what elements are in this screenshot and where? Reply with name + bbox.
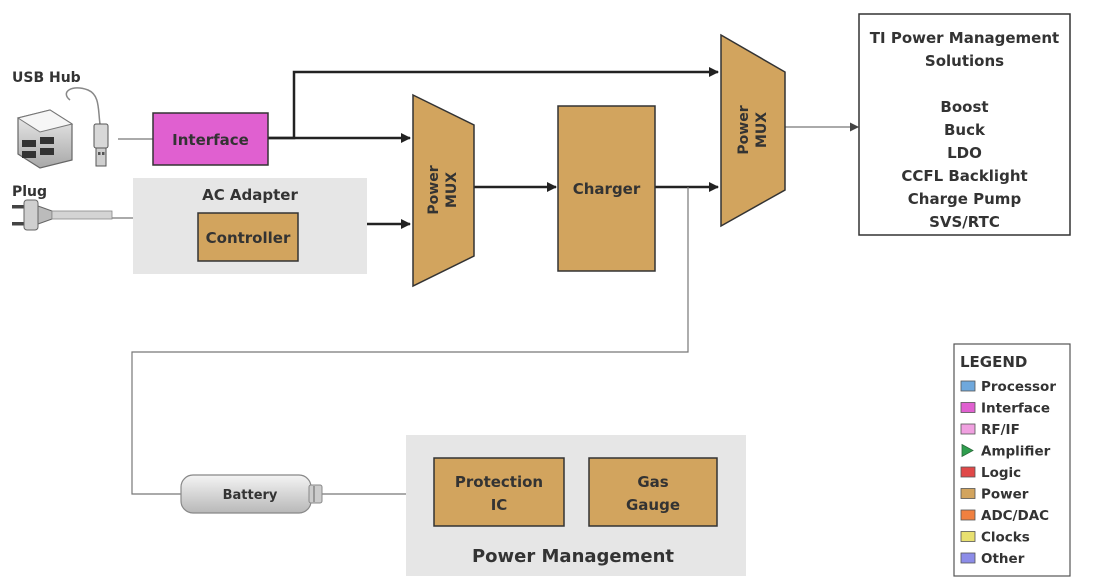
usb-hub-label: USB Hub [12, 70, 81, 86]
usb-hub-icon [16, 87, 109, 169]
wire-charger-battery [131, 187, 689, 495]
legend-swatch [960, 380, 976, 392]
controller-block [197, 212, 299, 262]
solution-item: Charge Pump [908, 190, 1022, 208]
legend-amplifier-icon [961, 443, 974, 458]
protection-label-line2: IC [491, 496, 508, 514]
charger-block [557, 105, 656, 272]
legend-swatch [960, 402, 976, 413]
protection-label-line1: Protection [455, 473, 543, 491]
legend-item-label: Other [981, 551, 1025, 567]
power-mux-2-line2: MUX [754, 112, 770, 148]
gas-gauge-label-line1: Gas [637, 473, 668, 491]
power-mux-1-line1: Power [426, 165, 442, 214]
solutions-box [858, 13, 1071, 236]
solutions-title-line1: TI Power Management [870, 29, 1059, 47]
solution-item: Boost [940, 98, 988, 116]
legend-swatch [960, 531, 976, 542]
legend-item-label: Processor [981, 379, 1056, 395]
legend-swatch [960, 552, 976, 564]
plug-label: Plug [12, 184, 47, 200]
protection-ic-block [433, 457, 565, 527]
gas-gauge-block [588, 457, 718, 527]
interface-label: Interface [172, 131, 249, 149]
legend-swatch [960, 423, 976, 435]
power-management-label: Power Management [472, 546, 674, 567]
solution-item: LDO [947, 144, 982, 162]
ac-adapter-label: AC Adapter [202, 186, 298, 204]
legend-item-label: Logic [981, 465, 1021, 481]
legend-item-label: ADC/DAC [981, 508, 1049, 524]
legend-swatch [960, 466, 976, 478]
legend-swatch [960, 509, 976, 521]
legend-swatch [960, 488, 976, 499]
legend-item-label: Power [981, 487, 1029, 503]
legend-title: LEGEND [960, 353, 1027, 371]
power-mux-2 [720, 33, 786, 228]
battery-label: Battery [223, 488, 278, 503]
gas-gauge-label-line2: Gauge [626, 496, 680, 514]
controller-label: Controller [206, 229, 291, 247]
solution-item: SVS/RTC [929, 213, 1000, 231]
battery-icon [180, 474, 323, 514]
solutions-title-line2: Solutions [925, 52, 1004, 70]
legend-item-label: RF/IF [981, 422, 1020, 438]
plug-icon [12, 199, 113, 231]
legend-item-label: Interface [981, 401, 1050, 417]
legend-item-label: Amplifier [981, 444, 1051, 460]
power-mux-2-line1: Power [736, 105, 752, 154]
power-mux-1-line2: MUX [444, 172, 460, 208]
solution-item: Buck [944, 121, 986, 139]
interface-block [152, 112, 269, 166]
legend-item-label: Clocks [981, 530, 1030, 546]
power-mux-1 [412, 93, 475, 288]
solution-item: CCFL Backlight [901, 167, 1027, 185]
charger-label: Charger [573, 180, 641, 198]
